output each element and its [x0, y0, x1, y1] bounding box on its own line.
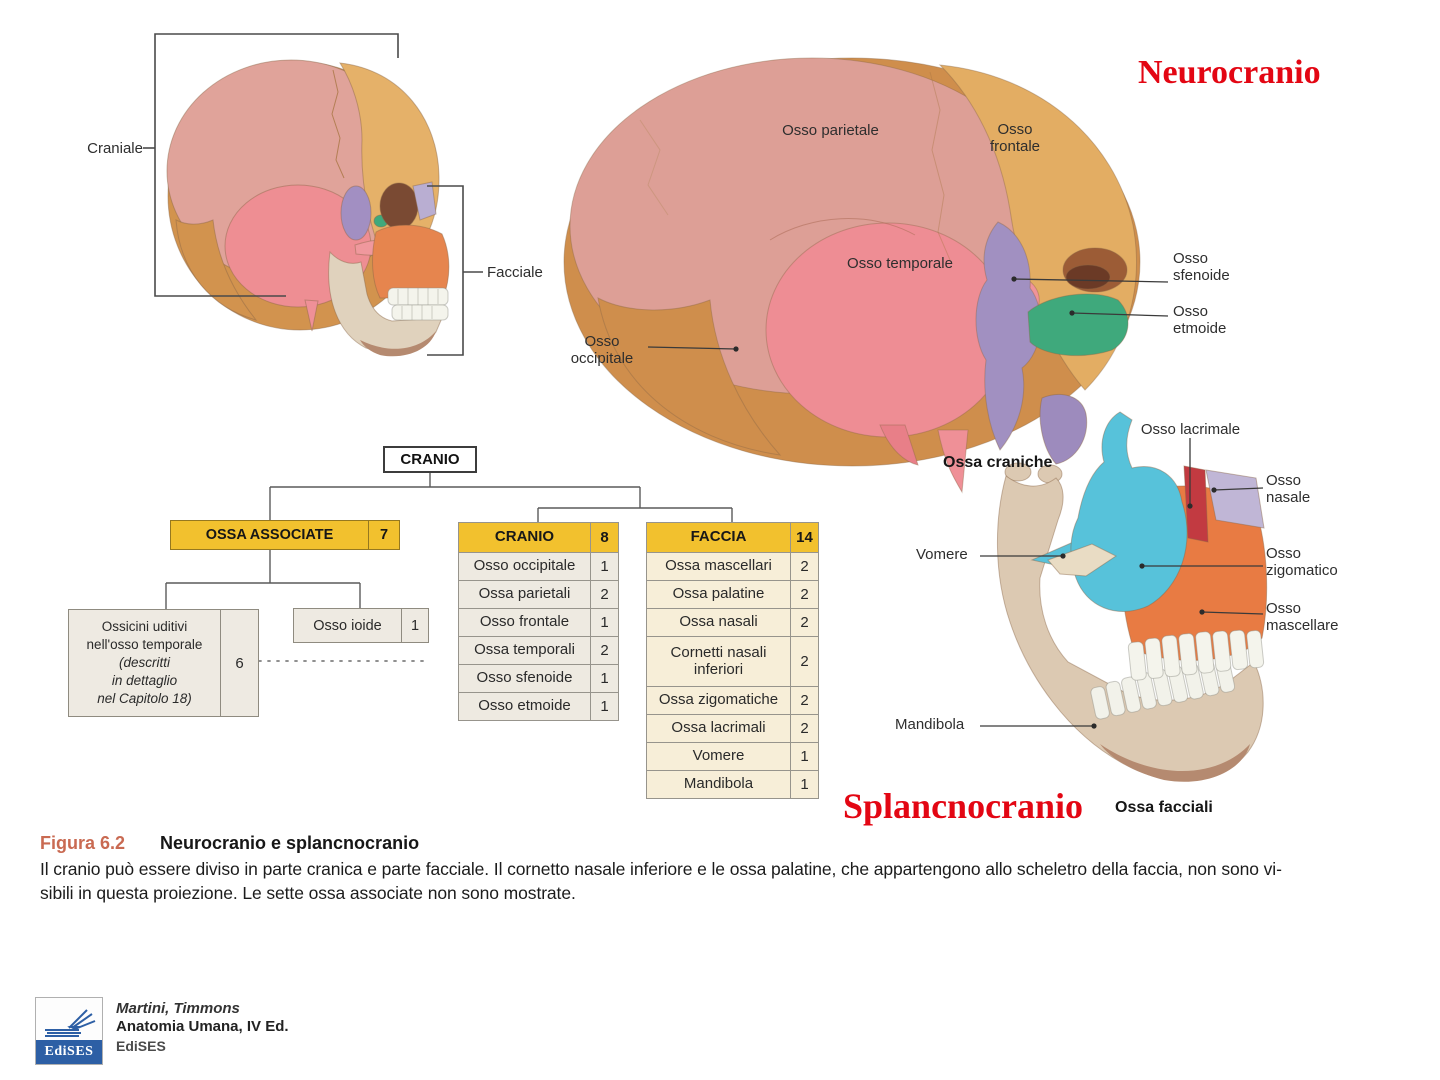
- craniale-label: Craniale: [87, 140, 143, 157]
- figure-number: Figura 6.2: [40, 833, 126, 853]
- ossicini-line5: nel Capitolo 18): [97, 690, 192, 706]
- craniale-facciale-brackets: [143, 33, 483, 356]
- credit-book-title: Anatomia Umana, IV Ed.: [116, 1018, 289, 1035]
- osso-occipitale-label: Osso occipitale: [570, 333, 634, 368]
- leader-lines: [647, 278, 1264, 727]
- credit-publisher: EdiSES: [116, 1038, 166, 1054]
- osso-temporale-label: Osso temporale: [847, 255, 953, 272]
- tree-osso-ioide: Osso ioide 1: [293, 608, 429, 643]
- facial-skull-illustration: [996, 394, 1268, 782]
- osso-nasale-label: Osso nasale: [1266, 472, 1311, 507]
- leader-dots: [733, 276, 1217, 729]
- osso-sfenoide-label: Osso sfenoide: [1173, 250, 1230, 285]
- tree-root-cranio: CRANIO: [383, 446, 477, 473]
- credit-authors: Martini, Timmons: [116, 1000, 240, 1017]
- caption-line-1: Il cranio può essere diviso in parte cra…: [40, 859, 1282, 879]
- splancnocranio-title: Splancnocranio: [843, 786, 1084, 826]
- ossa-craniche-caption: Ossa craniche: [943, 454, 1053, 471]
- caption-line-2: sibili in questa proiezione. Le sette os…: [40, 883, 576, 903]
- tree-ossa-associate: OSSA ASSOCIATE 7: [170, 520, 400, 550]
- tree-ossicini-uditivi: Ossicini uditivi nell'osso temporale (de…: [68, 609, 259, 717]
- osso-ioide-count: 1: [401, 609, 428, 642]
- cranial-skull-illustration: [563, 57, 1141, 494]
- osso-zigomatico-label: Osso zigomatico: [1266, 545, 1338, 580]
- cranio-table-header: CRANIO 8: [459, 523, 618, 552]
- osso-frontale-label: Osso frontale: [989, 121, 1041, 156]
- osso-ioide-label: Osso ioide: [313, 617, 382, 634]
- faccia-header-label: FACCIA: [690, 528, 747, 546]
- overview-skull-illustration: [166, 59, 450, 357]
- ossicini-count: 6: [220, 610, 258, 716]
- neurocranio-title: Neurocranio: [1138, 54, 1321, 91]
- edises-logo-text: EdiSES: [36, 1040, 102, 1064]
- vomere-label: Vomere: [916, 546, 968, 563]
- edises-logo: EdiSES: [35, 997, 103, 1065]
- ossa-associate-count: 7: [368, 521, 399, 549]
- ossa-facciali-caption: Ossa facciali: [1115, 799, 1213, 816]
- cranio-header-label: CRANIO: [494, 528, 555, 546]
- figure-title: Neurocranio e splancnocranio: [160, 833, 420, 853]
- cranio-header-total: 8: [590, 523, 618, 552]
- ossicini-line1: Ossicini uditivi: [101, 619, 188, 635]
- book-icon: [36, 998, 102, 1040]
- ossicini-line4: in dettaglio: [111, 672, 178, 688]
- facciale-label: Facciale: [487, 264, 543, 281]
- figure-caption-body: Il cranio può essere diviso in parte cra…: [40, 857, 1410, 905]
- ossicini-line3: (descritti: [118, 655, 170, 671]
- tree-connectors: [165, 473, 733, 609]
- ossicini-line2: nell'osso temporale: [86, 637, 203, 653]
- osso-lacrimale-label: Osso lacrimale: [1140, 421, 1241, 438]
- faccia-table-header: FACCIA 14: [647, 523, 818, 552]
- osso-etmoide-label: Osso etmoide: [1173, 303, 1227, 338]
- osso-parietale-label: Osso parietale: [782, 122, 879, 139]
- osso-mascellare-label: Osso mascellare: [1266, 600, 1339, 635]
- mandibola-label: Mandibola: [895, 716, 965, 733]
- faccia-header-total: 14: [790, 523, 818, 552]
- ossa-associate-label: OSSA ASSOCIATE: [205, 527, 334, 543]
